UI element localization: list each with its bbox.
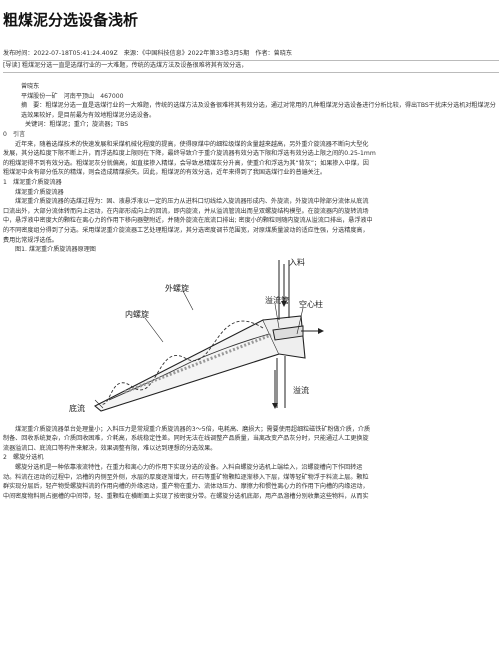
section1-after-line-1: 煤泥重介质旋流器单台处理量小；入料压力是常规重介质旋流器的3～5倍，电耗高、磨损…	[15, 425, 371, 433]
inlet-pipe	[278, 259, 290, 320]
section0-line-2: 发展，其分选粒度下限不断上升，而浮选粒度上限则在下降，最终导致介于重介旋流器有效…	[3, 150, 376, 158]
section0-heading: 0 引言	[3, 130, 26, 138]
figure-caption: 图1. 煤泥重介质旋流器原理图	[15, 246, 96, 254]
section1-subheading: 煤泥重介质旋流器	[15, 188, 64, 196]
section0-line-3: 的粗煤泥得不到有效分选。粗煤泥灰分就偏高，如直接掺入精煤，会导致总精煤灰分升高，…	[3, 159, 369, 167]
keywords: 关键词：粗煤泥；重介；旋流器；TBS	[25, 121, 129, 129]
section2-heading: 2 螺旋分选机	[3, 454, 44, 462]
overflow-pipe	[272, 325, 304, 341]
section1-line-1: 煤泥重介质旋流器的选煤过程为：固、液悬浮液以一定的压力从进料口切线给入旋流器形成…	[15, 198, 369, 206]
label-underflow: 底流	[69, 403, 85, 413]
section2-line-1: 螺旋分选机是一种依靠液流特性，在重力和离心力的作用下实现分选的设备。入料自螺旋分…	[15, 464, 363, 472]
abstract: 摘 要：粗煤泥分选一直是选煤行业的一大难题，传统的选煤方法及设备很难将其有效分选…	[21, 102, 496, 119]
label-outer-vortex: 外螺旋	[165, 283, 189, 293]
author-name: 曾晓东	[21, 83, 40, 90]
label-inner-vortex: 内螺旋	[125, 309, 149, 319]
hydrocyclone-diagram: 入料 外螺旋 内螺旋 溢流管 空心柱 溢流 底流	[65, 258, 335, 416]
outer-spiral	[100, 320, 264, 405]
section0-line-4: 粗煤泥中含有部分低灰的精煤，则会造成精煤损失。因此，粗煤泥的有效分选，近年来得到…	[3, 169, 326, 177]
section1-line-4: 的不同密度组分得到了分选。采用煤泥重介旋流器工艺处理粗煤泥，其分选密度调节范围宽…	[3, 226, 369, 234]
article-guide: [导读] 粗煤泥分选一直是选煤行业的一大难题，传统的选煤方法及设备很难将其有效分…	[3, 60, 499, 73]
label-inlet: 入料	[289, 257, 305, 267]
label-air-core: 空心柱	[299, 299, 323, 309]
section1-line-3: 中，悬浮液中密度大的颗粒在离心力的作用下移向器壁附近，并随外旋流在底流口排出; …	[3, 217, 373, 225]
section0-line-1: 近年来，随着选煤技术的快速发展和采煤机械化程度的提高，使得原煤中的细粒级煤的含量…	[15, 140, 369, 148]
hydrocyclone-drawing	[94, 259, 324, 412]
author-org: 平煤股份一矿 河南平顶山 467000	[21, 92, 124, 100]
section1-line-5: 费用比常规浮选低。	[3, 236, 58, 244]
section2-line-2: 动。料流在运动的过程中，沿槽的内侧至外侧，水层的厚度逐渐增大，矸石等重矿物颗粒逐…	[3, 473, 369, 481]
section1-after-line-3: 流器溢流口、底流口等构件来解决，效果调整有限，难以达到理想的分选效果。	[3, 444, 217, 452]
article-title: 粗煤泥分选设备浅析	[3, 11, 139, 29]
underflow-pipe	[276, 355, 286, 408]
section1-line-2: 口流出外，大部分流体转而向上运动，在内部形成向上的回流，即内旋流，并从溢流管流出…	[3, 207, 369, 215]
section1-heading: 1 煤泥重介质旋流器	[3, 178, 62, 186]
cyclone-body	[94, 318, 280, 412]
label-overflow-pipe: 溢流管	[265, 295, 289, 305]
section2-line-4: 中间密度物料则占据槽的中间带，轻、重颗粒在横断面上实现了按密度分带。在螺旋分选机…	[3, 492, 369, 500]
section1-after-line-2: 制备、回收系统复杂，介质回收困难，介耗高，系统稳定性差。同时无法在线调整产品质量…	[3, 435, 369, 443]
article-meta: 发布时间：2022-07-18T05:41:24.409Z 来源：《中国科技信息…	[3, 50, 292, 57]
section2-line-3: 群实现分层后，轻产物受螺旋料流的作用向槽的外缘运动，重产物在重力、流体动压力、摩…	[3, 483, 369, 491]
label-overflow: 溢流	[293, 385, 309, 395]
